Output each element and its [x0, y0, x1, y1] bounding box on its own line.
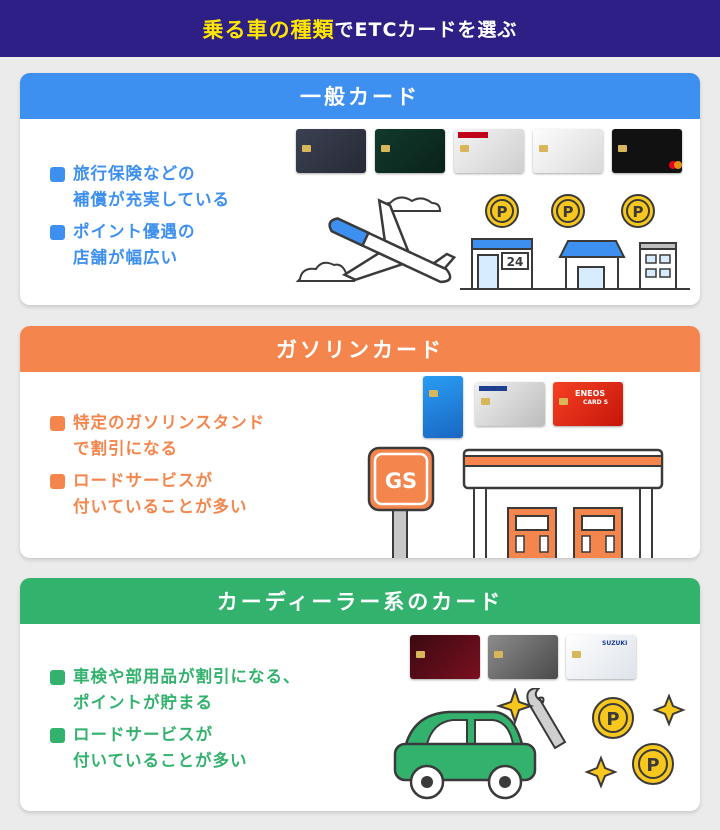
- header-rest: でETCカードを選ぶ: [334, 19, 518, 41]
- bullet-text: ポイント優遇の 店舗が幅広い: [73, 222, 196, 267]
- fuel-pump-icon: [573, 507, 623, 558]
- section-gasoline-card: ガソリンカード 特定のガソリンスタンド で割引になる ロードサービスが 付いてい…: [20, 326, 700, 558]
- car-icon: [393, 710, 537, 800]
- section-dealer-card: カーディーラー系のカード 車検や部用品が割引になる、 ポイントが貯まる ロードサ…: [20, 578, 700, 811]
- fuel-pump-icon: [507, 507, 557, 558]
- bullet-text: 車検や部用品が割引になる、 ポイントが貯まる: [73, 667, 301, 712]
- convenience-store-icon: 24: [471, 238, 533, 290]
- bullet-item: ポイント優遇の 店舗が幅広い: [50, 219, 230, 271]
- gas-station-icon: [462, 448, 664, 558]
- credit-card-image: [423, 376, 463, 438]
- bullet-marker: [50, 728, 65, 743]
- credit-card-image: [612, 129, 682, 173]
- section-title: カーディーラー系のカード: [20, 578, 700, 624]
- credit-card-image: [410, 635, 480, 679]
- bullet-text: ロードサービスが 付いていることが多い: [73, 471, 248, 516]
- section-title: 一般カード: [20, 73, 700, 119]
- svg-text:P: P: [633, 203, 644, 221]
- bullet-text: 特定のガソリンスタンド で割引になる: [73, 413, 266, 458]
- building-icon: [639, 242, 677, 290]
- svg-text:GS: GS: [385, 469, 417, 493]
- page-header: 乗る車の種類でETCカードを選ぶ: [0, 0, 720, 57]
- svg-text:P: P: [497, 203, 508, 221]
- shop-icon: [558, 240, 626, 290]
- bullet-list: 車検や部用品が割引になる、 ポイントが貯まる ロードサービスが 付いていることが…: [50, 664, 301, 780]
- credit-card-image: ENEOS CARD S: [553, 382, 623, 426]
- bullet-text: 旅行保険などの 補償が充実している: [73, 164, 231, 209]
- svg-text:P: P: [646, 755, 659, 776]
- bullet-item: 旅行保険などの 補償が充実している: [50, 161, 230, 213]
- sparkle-icon: [495, 688, 686, 789]
- svg-text:24: 24: [507, 255, 524, 269]
- bullet-marker: [50, 474, 65, 489]
- bullet-marker: [50, 225, 65, 240]
- svg-text:P: P: [606, 709, 619, 730]
- credit-card-image: [375, 129, 445, 173]
- bullet-item: 特定のガソリンスタンド で割引になる: [50, 410, 265, 462]
- credit-card-image: [296, 129, 366, 173]
- card-brand-text: SUZUKI: [602, 640, 628, 647]
- store-row-icon: 24: [460, 238, 690, 290]
- coin-p-icon: P P: [592, 697, 674, 785]
- svg-text:P: P: [563, 203, 574, 221]
- bullet-list: 特定のガソリンスタンド で割引になる ロードサービスが 付いていることが多い: [50, 410, 265, 526]
- bullet-item: ロードサービスが 付いていることが多い: [50, 468, 265, 520]
- header-highlight: 乗る車の種類: [202, 17, 335, 42]
- section-general-card: 一般カード 旅行保険などの 補償が充実している ポイント優遇の 店舗が幅広い P…: [20, 73, 700, 305]
- credit-card-image: SUZUKI: [566, 635, 636, 679]
- section-title: ガソリンカード: [20, 326, 700, 372]
- airplane-icon: [295, 196, 457, 284]
- gas-station-sign-icon: GS: [367, 446, 435, 558]
- bullet-item: 車検や部用品が割引になる、 ポイントが貯まる: [50, 664, 301, 716]
- bullet-marker: [50, 670, 65, 685]
- card-brand-subtext: CARD S: [583, 399, 609, 406]
- bullet-marker: [50, 167, 65, 182]
- credit-card-image: [475, 382, 545, 426]
- dealer-illustration: P P: [393, 688, 686, 800]
- credit-card-image: [454, 129, 524, 173]
- credit-card-image: [533, 129, 603, 173]
- bullet-marker: [50, 416, 65, 431]
- bullet-text: ロードサービスが 付いていることが多い: [73, 725, 248, 770]
- bullet-item: ロードサービスが 付いていることが多い: [50, 722, 301, 774]
- wrench-icon: [526, 688, 567, 750]
- bullet-list: 旅行保険などの 補償が充実している ポイント優遇の 店舗が幅広い: [50, 161, 230, 277]
- credit-card-image: [488, 635, 558, 679]
- card-brand-text: ENEOS: [575, 389, 606, 398]
